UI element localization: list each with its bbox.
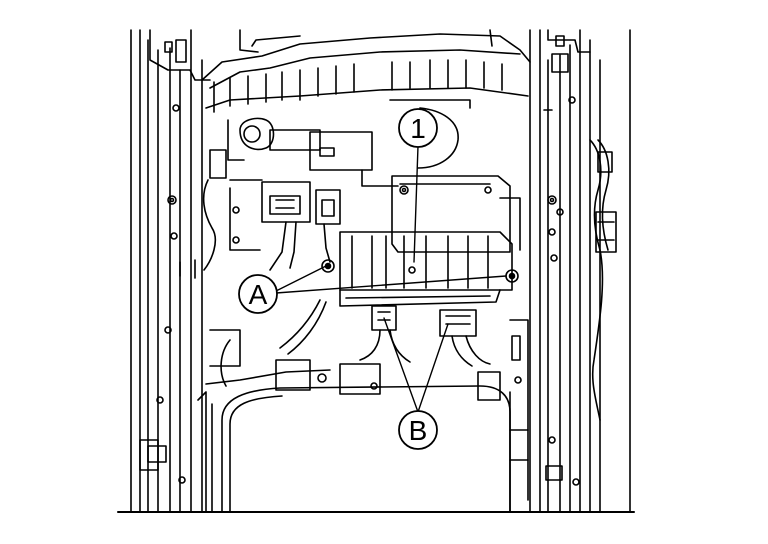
left-seat-rail (130, 29, 211, 513)
leader-lines (275, 145, 507, 413)
seat-motor-assembly (209, 99, 471, 187)
callout-fastener-a-label: A (249, 279, 268, 310)
lower-seat-pan (197, 319, 529, 513)
upper-cross-member (201, 29, 531, 113)
callout-part-1: 1 (398, 108, 438, 148)
left-harness-connectors (202, 179, 341, 271)
callout-fastener-a: A (238, 274, 278, 314)
bolt-left (321, 259, 335, 273)
right-seat-rail (529, 29, 631, 513)
control-module-unit (339, 175, 521, 307)
callout-connector-b-label: B (409, 415, 428, 446)
callout-connector-b: B (398, 410, 438, 450)
callout-part-1-label: 1 (410, 113, 426, 144)
lower-harness-connectors (279, 299, 491, 367)
